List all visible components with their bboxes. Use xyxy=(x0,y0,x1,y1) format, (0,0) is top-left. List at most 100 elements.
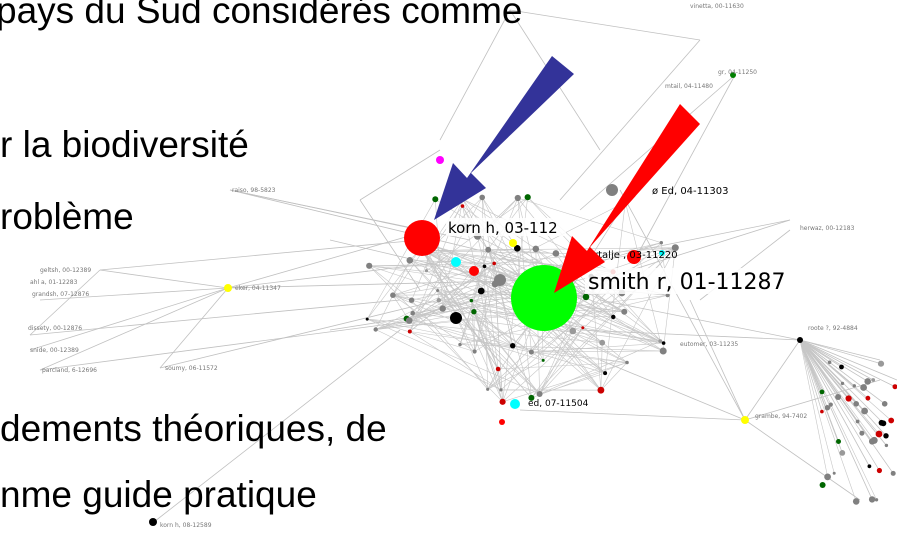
slide-text-line-4: dements théoriques, de xyxy=(0,408,387,449)
node-magenta xyxy=(436,156,444,164)
graph-node xyxy=(436,298,441,303)
graph-node xyxy=(524,194,531,201)
graph-node xyxy=(861,407,868,415)
svg-text:gr, 04-11250: gr, 04-11250 xyxy=(718,69,757,76)
slide-text-line-5: nme guide pratique xyxy=(0,474,317,515)
graph-node xyxy=(835,394,842,400)
graph-node xyxy=(840,381,845,386)
graph-node xyxy=(405,317,413,324)
svg-text:dissety, 00-12876: dissety, 00-12876 xyxy=(28,325,82,332)
graph-node xyxy=(569,327,577,335)
graph-node xyxy=(892,384,897,390)
graph-node xyxy=(499,388,503,392)
graph-node xyxy=(880,420,887,427)
svg-text:eutomer, 03-11235: eutomer, 03-11235 xyxy=(680,341,738,348)
graph-node xyxy=(436,289,440,292)
slide-text-line-2: r la biodiversité xyxy=(0,124,249,165)
graph-node xyxy=(528,349,534,355)
graph-node xyxy=(881,401,888,407)
node-black xyxy=(149,518,157,526)
graph-node xyxy=(479,194,486,201)
graph-node xyxy=(366,262,373,269)
node-red xyxy=(469,266,479,276)
slide-text-line-1: pays du Sud considérés comme xyxy=(0,0,523,31)
graph-node xyxy=(871,378,876,382)
svg-text:parcland, 6-12696: parcland, 6-12696 xyxy=(42,367,97,374)
graph-node xyxy=(876,467,883,474)
svg-text:roote ?, 92-4884: roote ?, 92-4884 xyxy=(808,325,858,332)
graph-node xyxy=(472,349,477,354)
svg-text:grambe, 94-7402: grambe, 94-7402 xyxy=(755,413,807,420)
graph-node xyxy=(407,329,412,334)
label-smith-r: smith r, 01-11287 xyxy=(588,270,786,295)
graph-node xyxy=(536,391,543,397)
graph-node xyxy=(541,358,545,362)
graph-node xyxy=(875,430,883,438)
graph-node xyxy=(839,450,846,456)
graph-node xyxy=(860,384,867,391)
node-red xyxy=(627,250,641,264)
graph-node xyxy=(510,343,516,349)
node-yellow xyxy=(224,284,232,292)
graph-node xyxy=(665,293,670,298)
graph-node xyxy=(625,360,629,365)
svg-text:ahl a, 01-12283: ahl a, 01-12283 xyxy=(30,279,78,286)
graph-node xyxy=(611,314,616,320)
graph-node xyxy=(532,245,540,253)
graph-node xyxy=(492,261,497,266)
svg-text:snide, 00-12389: snide, 00-12389 xyxy=(30,347,79,354)
graph-node xyxy=(603,371,608,376)
graph-node xyxy=(365,317,369,321)
graph-node xyxy=(477,287,485,295)
node-red xyxy=(499,419,505,425)
graph-node xyxy=(864,378,871,385)
graph-node xyxy=(410,310,416,316)
graph-node xyxy=(408,297,415,303)
svg-text:grandsh, 07-12876: grandsh, 07-12876 xyxy=(32,291,89,298)
node-yellow xyxy=(509,239,517,247)
graph-node xyxy=(859,430,865,436)
graph-node xyxy=(458,342,462,347)
graph-node xyxy=(485,246,492,253)
graph-node xyxy=(839,364,844,370)
graph-node xyxy=(827,360,832,365)
graph-node xyxy=(855,419,860,424)
graph-node xyxy=(499,398,506,405)
graph-node xyxy=(832,471,836,475)
node-cyan xyxy=(510,399,520,409)
graph-node xyxy=(460,204,465,208)
graph-node xyxy=(845,395,852,402)
svg-text:korn h, 08-12589: korn h, 08-12589 xyxy=(160,522,212,529)
graph-node xyxy=(581,326,585,330)
node-korn-h xyxy=(404,220,440,256)
graph-node xyxy=(552,250,560,257)
blue-arrow-icon xyxy=(434,56,574,220)
graph-node xyxy=(471,309,477,315)
label-right-middle: rtalje , 03-11220 xyxy=(594,250,678,261)
graph-node xyxy=(853,401,859,407)
graph-node xyxy=(888,417,895,424)
graph-node xyxy=(621,308,628,315)
graph-node xyxy=(867,464,872,469)
graph-node xyxy=(869,438,876,445)
graph-node xyxy=(658,339,663,343)
graph-node xyxy=(659,347,667,355)
node-gray xyxy=(494,274,506,286)
red-arrow-icon xyxy=(554,104,700,293)
graph-node xyxy=(884,443,889,448)
node-black xyxy=(450,312,462,324)
label-top-right: ø Ed, 04-11303 xyxy=(652,186,728,197)
graph-node xyxy=(424,269,429,273)
node-green-small xyxy=(730,72,736,78)
graph-node xyxy=(390,292,396,299)
graph-node xyxy=(599,339,606,346)
graph-node xyxy=(865,395,871,401)
node-cyan xyxy=(451,257,461,267)
graph-nodes xyxy=(365,194,897,505)
graph-node xyxy=(824,405,831,411)
slide-text-line-3: roblème xyxy=(0,196,134,237)
graph-node xyxy=(820,409,824,414)
svg-text:herwaz, 00-12183: herwaz, 00-12183 xyxy=(800,225,855,232)
node-cyan xyxy=(659,250,665,256)
